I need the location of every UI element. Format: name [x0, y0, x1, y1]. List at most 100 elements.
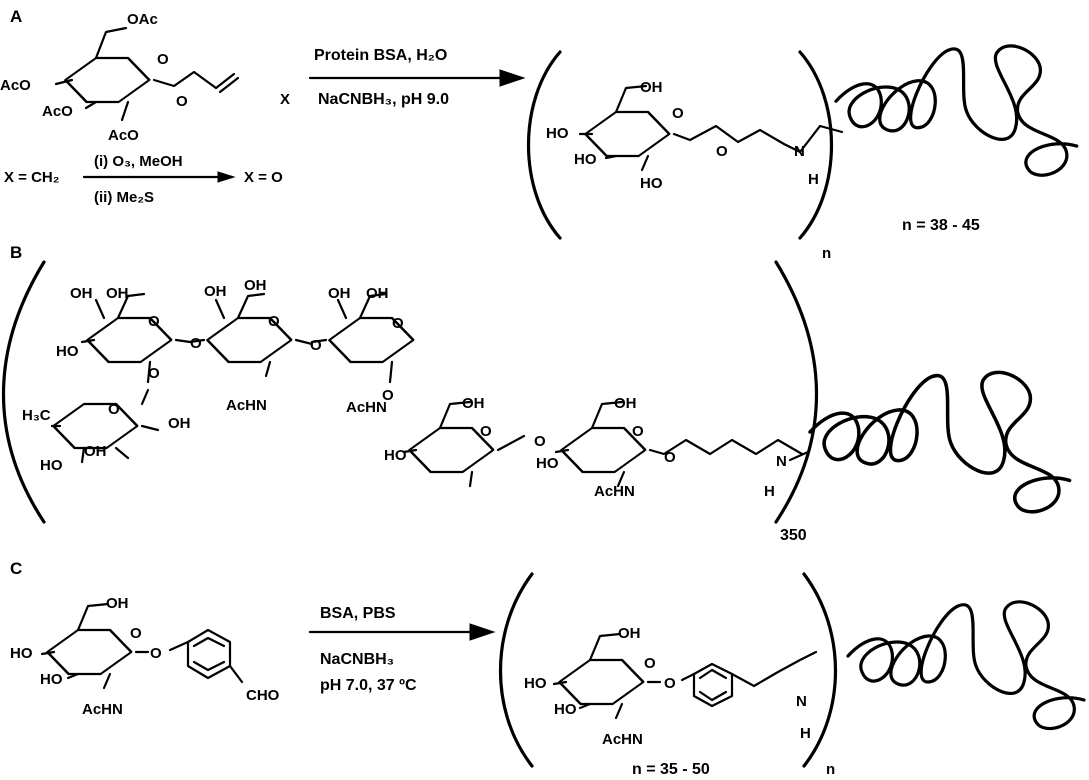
b-h3c: H₃C	[22, 407, 51, 424]
prod-a-ho-bottom: HO	[640, 175, 663, 192]
b-achn-2: AcHN	[346, 399, 387, 416]
b-o-link-2: O	[148, 365, 160, 382]
b-oh-9: OH	[462, 395, 485, 412]
prod-a-ring-o: O	[672, 105, 684, 122]
sm-aco-bottom-label: AcO	[108, 127, 139, 144]
prod-a-o-link: O	[716, 143, 728, 160]
c-prod-ring-o: O	[644, 655, 656, 672]
protein-c-icon	[846, 600, 1086, 731]
sm-oac-label: OAc	[127, 11, 158, 28]
c-sm-ring-o: O	[130, 625, 142, 642]
c-sm-o-link: O	[150, 645, 162, 662]
b-ring-o-1: O	[148, 313, 160, 330]
sm-o-anomeric-label: O	[176, 93, 188, 110]
section-label-a: A	[10, 7, 22, 26]
ozonolysis-step1: (i) O₃, MeOH	[94, 153, 183, 170]
c-prod-oh: OH	[618, 625, 641, 642]
paren-b-right	[774, 260, 819, 524]
b-ring-o-4: O	[108, 401, 120, 418]
residue-galactose	[80, 292, 192, 384]
b-oh-6: OH	[366, 285, 389, 302]
b-o-link-6: O	[664, 449, 676, 466]
b-ho-2: HO	[40, 457, 63, 474]
sm-aco-mid-label: AcO	[42, 103, 73, 120]
c-sm-achn: AcHN	[82, 701, 123, 718]
c-sm-ho-mid: HO	[40, 671, 63, 688]
paren-a-right	[798, 50, 833, 240]
sm-x-label: X	[280, 91, 290, 108]
c-prod-o-link: O	[664, 675, 676, 692]
b-n: N	[776, 453, 787, 470]
sm-aco-left-label: AcO	[0, 77, 31, 94]
paren-c-left	[499, 572, 534, 768]
b-oh-1: OH	[70, 285, 93, 302]
prod-a-h: H	[808, 171, 819, 188]
b-ring-o-5: O	[480, 423, 492, 440]
b-ho-3: HO	[384, 447, 407, 464]
residue-galnac-1	[188, 292, 314, 378]
protein-b-icon	[808, 370, 1072, 514]
b-oh-2: OH	[106, 285, 129, 302]
b-oh-8: OH	[84, 443, 107, 460]
x-end-label: X = O	[244, 169, 283, 186]
x-start-label: X = CH₂	[4, 169, 59, 186]
paren-c-right	[802, 572, 837, 768]
prod-a-ho-mid: HO	[574, 151, 597, 168]
sm-ring-o-label: O	[157, 51, 169, 68]
b-achn-1: AcHN	[226, 397, 267, 414]
b-oh-3: OH	[204, 283, 227, 300]
b-achn-3: AcHN	[594, 483, 635, 500]
reagents-c-bottom: pH 7.0, 37 ºC	[320, 677, 417, 694]
b-o-link-1: O	[190, 335, 202, 352]
b-nh-bond	[788, 450, 810, 462]
starting-material-a	[54, 26, 240, 122]
prod-a-n: N	[794, 143, 805, 160]
b-ho-1: HO	[56, 343, 79, 360]
scheme-a: A OAc AcO AcO AcO O O X Protein BSA, H₂O…	[0, 7, 1079, 262]
prod-a-oh-top: OH	[640, 79, 663, 96]
subscript-a: n	[822, 245, 831, 262]
section-label-c: C	[10, 559, 22, 578]
residue-glcnac	[554, 400, 804, 488]
c-sm-oh: OH	[106, 595, 129, 612]
residue-fucose	[47, 388, 160, 464]
loading-a: n = 38 - 45	[902, 217, 980, 234]
product-c	[552, 632, 818, 720]
reagents-c-mid: NaCNBH₃	[320, 651, 394, 668]
c-prod-h: H	[800, 725, 811, 742]
b-o-link-3: O	[310, 337, 322, 354]
c-prod-ho-left: HO	[524, 675, 547, 692]
b-oh-7: OH	[168, 415, 191, 432]
subscript-b: 350	[780, 527, 807, 544]
b-h: H	[764, 483, 775, 500]
b-o-link-5: O	[534, 433, 546, 450]
b-oh-10: OH	[614, 395, 637, 412]
b-ring-o-6: O	[632, 423, 644, 440]
b-oh-4: OH	[244, 277, 267, 294]
b-ring-o-2: O	[268, 313, 280, 330]
paren-b-left	[1, 260, 46, 524]
scheme-b: B	[1, 243, 1072, 544]
b-o-link-4: O	[382, 387, 394, 404]
protein-a-icon	[834, 44, 1079, 177]
b-ring-o-3: O	[392, 315, 404, 332]
c-prod-n: N	[796, 693, 807, 710]
section-label-b: B	[10, 243, 22, 262]
prod-a-ho-left: HO	[546, 125, 569, 142]
b-ho-4: HO	[536, 455, 559, 472]
c-prod-achn: AcHN	[602, 731, 643, 748]
reagents-a-bottom: NaCNBH₃, pH 9.0	[318, 91, 449, 108]
residue-galnac-2	[310, 292, 420, 384]
reagents-a-top: Protein BSA, H₂O	[314, 47, 447, 64]
subscript-c: n	[826, 761, 835, 778]
reagents-c-top: BSA, PBS	[320, 605, 396, 622]
paren-a-left	[527, 50, 562, 240]
residue-galactose-2	[402, 400, 526, 488]
c-sm-cho: CHO	[246, 687, 280, 704]
c-prod-ho-mid: HO	[554, 701, 577, 718]
product-a	[578, 84, 844, 172]
b-oh-5: OH	[328, 285, 351, 302]
starting-material-c	[40, 602, 244, 690]
c-sm-ho-left: HO	[10, 645, 33, 662]
